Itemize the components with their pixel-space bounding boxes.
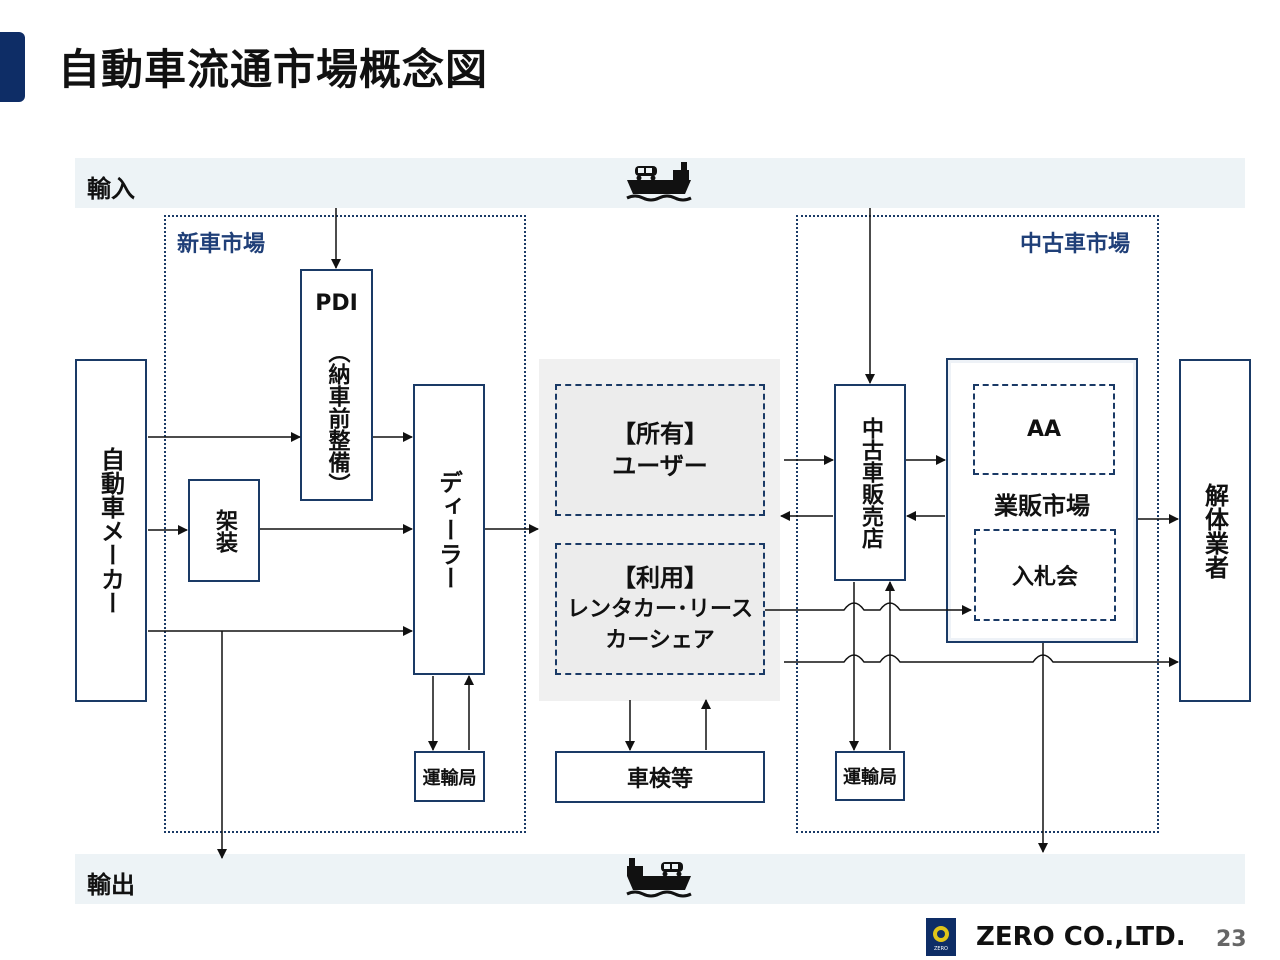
- transport-office-used-label: 運輸局: [843, 767, 897, 788]
- usage-box: 【利用】 レンタカー･リース カーシェア: [555, 543, 765, 675]
- aa-box: AA: [973, 384, 1115, 475]
- cargo-ship-icon: [623, 856, 695, 904]
- transport-office-used-box: 運輸局: [835, 751, 905, 801]
- used-dealer-box: 中古車販売店: [834, 384, 906, 581]
- import-label: 輸入: [87, 175, 135, 203]
- wholesale-market-box: AA 業販市場 入札会: [946, 358, 1138, 643]
- usage-line1: 【利用】: [612, 563, 708, 592]
- used-dealer-label: 中古車販売店: [858, 416, 883, 549]
- new-car-market-area: [164, 215, 526, 833]
- arrow-user-to-dismantler: [784, 654, 1179, 667]
- dismantler-label: 解体業者: [1200, 482, 1229, 579]
- cargo-ship-icon: [623, 160, 695, 208]
- export-label: 輸出: [87, 871, 135, 899]
- owner-user-line2: ユーザー: [612, 452, 708, 480]
- pdi-subtitle: （納車前整備）: [324, 341, 350, 495]
- used-car-market-label: 中古車市場: [1020, 232, 1131, 257]
- usage-line3: カーシェア: [605, 627, 715, 653]
- pdi-box: PDI （納車前整備）: [300, 269, 373, 501]
- page-title: 自動車流通市場概念図: [58, 45, 489, 94]
- bodywork-label: 架装: [212, 508, 237, 553]
- owner-user-line1: 【所有】: [612, 420, 708, 448]
- transport-office-new-label: 運輸局: [422, 767, 477, 789]
- zero-logo-icon: ZERO: [926, 918, 956, 956]
- dealer-label: ディーラー: [434, 469, 463, 590]
- usage-line2: レンタカー･リース: [567, 596, 753, 622]
- export-band: 輸出: [75, 854, 1245, 904]
- maker-box: 自動車メーカー: [75, 359, 147, 702]
- dismantler-box: 解体業者: [1179, 359, 1251, 702]
- pdi-title: PDI: [315, 291, 358, 316]
- bodywork-box: 架装: [188, 479, 260, 582]
- used-car-market-area: [796, 215, 1159, 833]
- company-name: ZERO CO.,LTD.: [976, 922, 1186, 952]
- inspection-box: 車検等: [555, 751, 765, 803]
- auction-label: 入札会: [1011, 565, 1078, 590]
- dealer-box: ディーラー: [413, 384, 485, 675]
- title-accent-bar: [0, 32, 25, 102]
- logo-text: ZERO: [934, 946, 948, 952]
- owner-user-box: 【所有】 ユーザー: [555, 384, 765, 516]
- arrow-usage-to-auction: [765, 602, 972, 615]
- new-car-market-label: 新車市場: [177, 232, 266, 257]
- auction-box: 入札会: [974, 529, 1116, 621]
- wholesale-market-label: 業販市場: [994, 492, 1090, 520]
- page-number: 23: [1216, 927, 1247, 952]
- inspection-label: 車検等: [626, 767, 693, 792]
- aa-label: AA: [1026, 417, 1062, 442]
- transport-office-new-box: 運輸局: [414, 751, 485, 802]
- maker-label: 自動車メーカー: [96, 446, 125, 615]
- import-band: 輸入: [75, 158, 1245, 208]
